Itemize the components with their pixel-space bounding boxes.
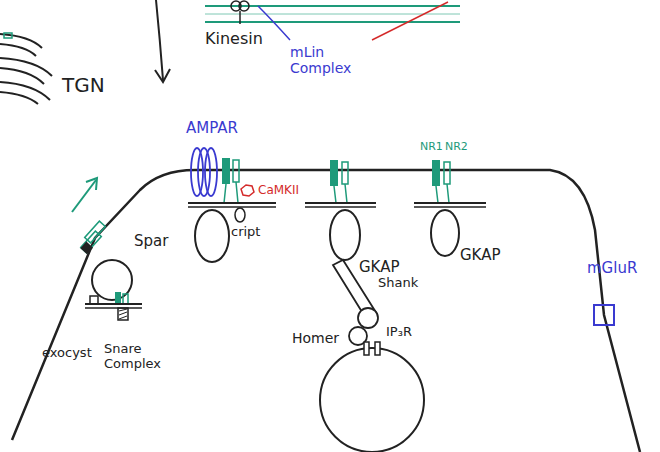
part-label: Kinesin — [205, 30, 263, 48]
protein-label: GKAP — [460, 247, 501, 264]
part-label: Homer — [292, 330, 339, 346]
part-label: TGN — [62, 74, 105, 97]
part-label: mLin Complex — [290, 44, 356, 76]
part-label: IP₃R — [386, 325, 412, 340]
protein-oval: GKAP — [430, 209, 460, 257]
part-label: cript — [231, 225, 260, 240]
part-label: CaMKII — [258, 184, 299, 198]
node-outline — [329, 209, 361, 261]
part-label: exocyst — [42, 346, 92, 361]
node-outline — [430, 209, 460, 257]
part-label: Snare Complex — [104, 342, 178, 372]
protein-label: GKAP — [359, 259, 400, 276]
node-outline — [194, 209, 230, 263]
protein-label: Spar — [134, 233, 168, 250]
part-label: NR2 — [445, 141, 468, 154]
protein-label: mGluR — [587, 260, 637, 277]
part-label: NR1 — [420, 141, 443, 154]
receptor-box: mGluR — [593, 304, 615, 326]
protein-oval: Spar — [194, 209, 230, 263]
protein-oval: GKAP — [329, 209, 361, 261]
node-outline — [593, 304, 615, 326]
part-label: AMPAR — [186, 120, 238, 137]
part-label: Shank — [378, 276, 418, 291]
